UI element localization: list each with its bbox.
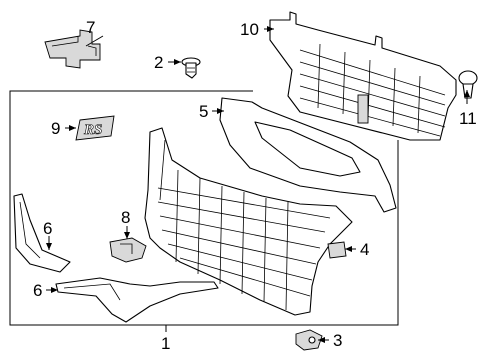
main-grille — [144, 127, 353, 316]
part-2-push-pin — [181, 57, 201, 79]
callout-7: 7 — [86, 18, 95, 37]
part-6-side-trim-upper — [13, 193, 71, 273]
part-9-rs-badge: RS — [75, 115, 115, 141]
svg-text:RS: RS — [83, 122, 102, 138]
callout-4: 4 — [360, 240, 369, 259]
callout-2: 2 — [154, 53, 163, 72]
part-4-clip-nut — [327, 241, 347, 259]
callout-1: 1 — [161, 334, 170, 353]
part-6-lower-trim — [55, 277, 219, 323]
callout-11: 11 — [459, 109, 477, 128]
leader-7 — [85, 35, 104, 47]
callout-3: 3 — [333, 331, 342, 350]
part-10-shutter-assembly — [269, 11, 457, 141]
part-11-clip — [458, 70, 478, 99]
part-7-bowtie-emblem — [44, 29, 101, 69]
part-5-upper-frame — [219, 97, 397, 213]
callout-6-upper: 6 — [43, 219, 52, 238]
part-8-bracket — [109, 237, 147, 263]
callout-9: 9 — [51, 119, 60, 138]
callout-8: 8 — [121, 208, 130, 227]
callout-10: 10 — [240, 20, 259, 39]
callout-5: 5 — [199, 102, 208, 121]
assembly-outline-box — [9, 90, 399, 326]
part-3-bracket-small — [295, 329, 323, 351]
callout-6-lower: 6 — [33, 281, 42, 300]
